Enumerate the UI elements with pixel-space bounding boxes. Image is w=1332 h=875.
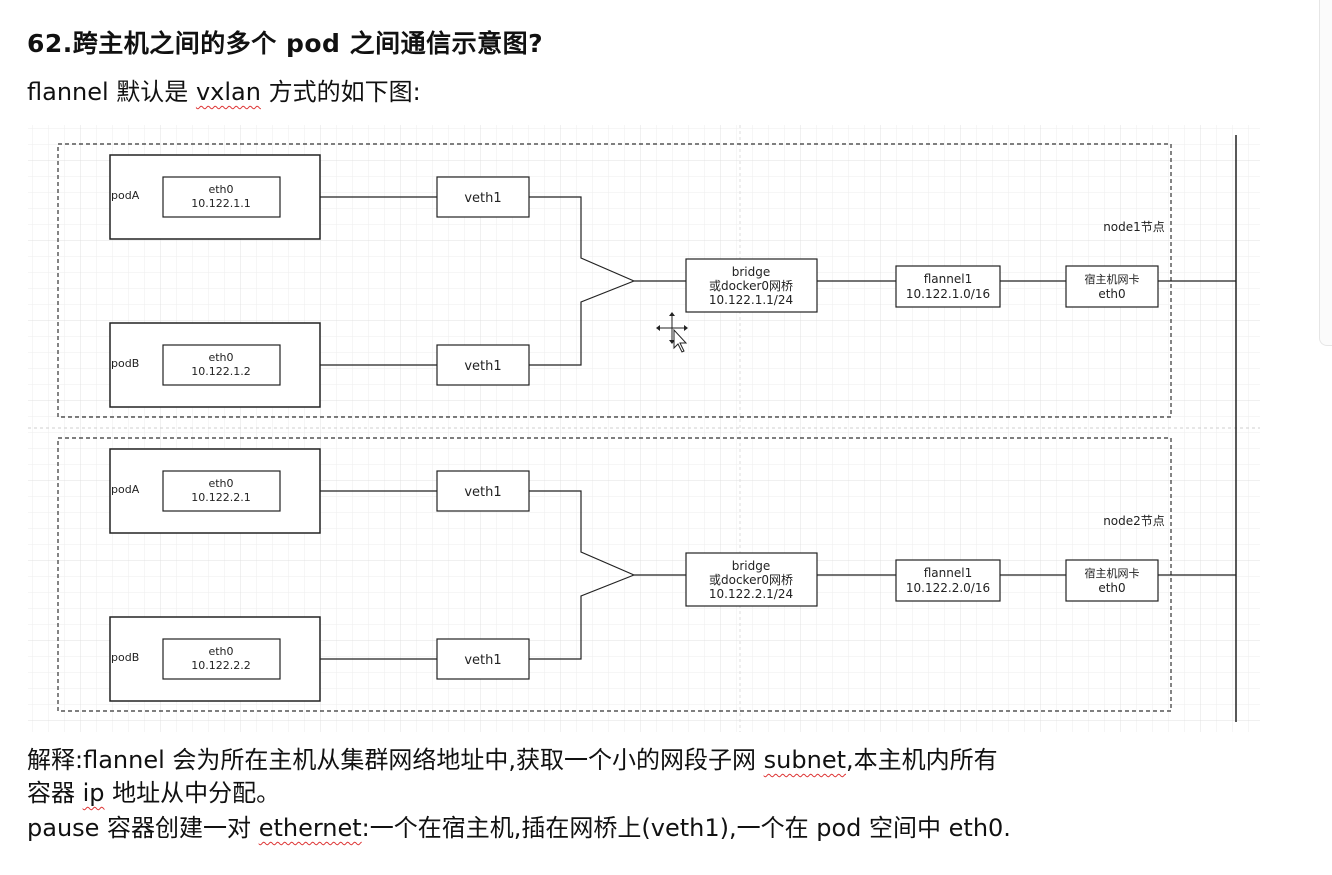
- explanation-text: ,本主机内所有: [846, 746, 998, 774]
- explanation-line-2: 容器 ip 地址从中分配。: [27, 777, 998, 810]
- host-nic-label: 宿主机网卡: [1085, 272, 1140, 286]
- bridge-ip-label: 10.122.2.1/24: [709, 587, 793, 601]
- explanation-line-1: 解释:flannel 会为所在主机从集群网络地址中,获取一个小的网段子网 sub…: [27, 744, 998, 777]
- host-nic-label: 宿主机网卡: [1085, 566, 1140, 580]
- pod-eth0-box: [162, 344, 281, 386]
- pod-iface-label: eth0: [208, 351, 233, 364]
- flannel-box: [895, 265, 1001, 308]
- host-nic-iface-label: eth0: [1098, 287, 1125, 301]
- pod-eth0-box: [162, 470, 281, 512]
- host-nic-box: [1065, 559, 1159, 602]
- flannel-ip-label: 10.122.1.0/16: [906, 287, 990, 301]
- bridge-box: [685, 258, 818, 313]
- veth-merge-link-bottom: [529, 280, 635, 366]
- veth-label: veth1: [464, 359, 501, 374]
- explanation-text: 解释:flannel 会为所在主机从集群网络地址中,获取一个小的网段子网: [27, 746, 764, 774]
- bridge-label: 或docker0网桥: [709, 279, 793, 293]
- explanation-line-3: pause 容器创建一对 ethernet:一个在宿主机,插在网桥上(veth1…: [27, 812, 1011, 845]
- pod-ip-label: 10.122.1.2: [191, 365, 250, 378]
- scrollbar-track[interactable]: [1319, 0, 1332, 346]
- veth-merge-link-top: [529, 196, 635, 282]
- explanation-term-ip: ip: [82, 779, 105, 807]
- explanation: 解释:flannel 会为所在主机从集群网络地址中,获取一个小的网段子网 sub…: [27, 744, 998, 810]
- node-label: node2节点: [1103, 514, 1165, 528]
- pod-eth0-box: [162, 638, 281, 680]
- subtitle-pre: flannel 默认是: [27, 78, 196, 106]
- flannel-box: [895, 559, 1001, 602]
- page-title: 62.跨主机之间的多个 pod 之间通信示意图?: [27, 29, 544, 58]
- pod-name: podB: [111, 357, 139, 370]
- veth-box: [436, 344, 530, 386]
- subtitle-term: vxlan: [195, 78, 261, 106]
- pod-name: podB: [111, 651, 139, 664]
- veth-label: veth1: [464, 653, 501, 668]
- bridge-ip-label: 10.122.1.1/24: [709, 293, 793, 307]
- pod-iface-label: eth0: [208, 645, 233, 658]
- veth-box: [436, 638, 530, 680]
- veth-box: [436, 470, 530, 512]
- bridge-label: bridge: [732, 559, 771, 573]
- flannel-label: flannel1: [924, 566, 972, 580]
- pod-ip-label: 10.122.2.1: [191, 491, 250, 504]
- veth-label: veth1: [464, 191, 501, 206]
- explanation-term-subnet: subnet: [763, 746, 846, 774]
- pod-name: podA: [111, 483, 140, 496]
- flannel-label: flannel1: [924, 272, 972, 286]
- explanation-term-ethernet: ethernet: [258, 814, 362, 842]
- bridge-label: 或docker0网桥: [709, 573, 793, 587]
- flannel-ip-label: 10.122.2.0/16: [906, 581, 990, 595]
- host-nic-iface-label: eth0: [1098, 581, 1125, 595]
- pod-iface-label: eth0: [208, 477, 233, 490]
- subtitle-post: 方式的如下图:: [260, 78, 421, 106]
- veth-merge-link-bottom: [529, 574, 635, 660]
- pod-name: podA: [111, 189, 140, 202]
- pod-ip-label: 10.122.2.2: [191, 659, 250, 672]
- subtitle: flannel 默认是 vxlan 方式的如下图:: [27, 72, 421, 107]
- veth-box: [436, 176, 530, 218]
- pod-ip-label: 10.122.1.1: [191, 197, 250, 210]
- bridge-label: bridge: [732, 265, 771, 279]
- pod-iface-label: eth0: [208, 183, 233, 196]
- pod-eth0-box: [162, 176, 281, 218]
- explanation-text: 地址从中分配。: [104, 779, 281, 807]
- veth-label: veth1: [464, 485, 501, 500]
- explanation-text: :一个在宿主机,插在网桥上(veth1),一个在 pod 空间中 eth0.: [361, 814, 1011, 842]
- host-nic-box: [1065, 265, 1159, 308]
- bridge-box: [685, 552, 818, 607]
- veth-merge-link-top: [529, 490, 635, 576]
- node-label: node1节点: [1103, 220, 1165, 234]
- explanation-text: 容器: [27, 779, 83, 807]
- explanation-text: pause 容器创建一对: [27, 814, 259, 842]
- mouse-cursor-icon: [656, 312, 688, 353]
